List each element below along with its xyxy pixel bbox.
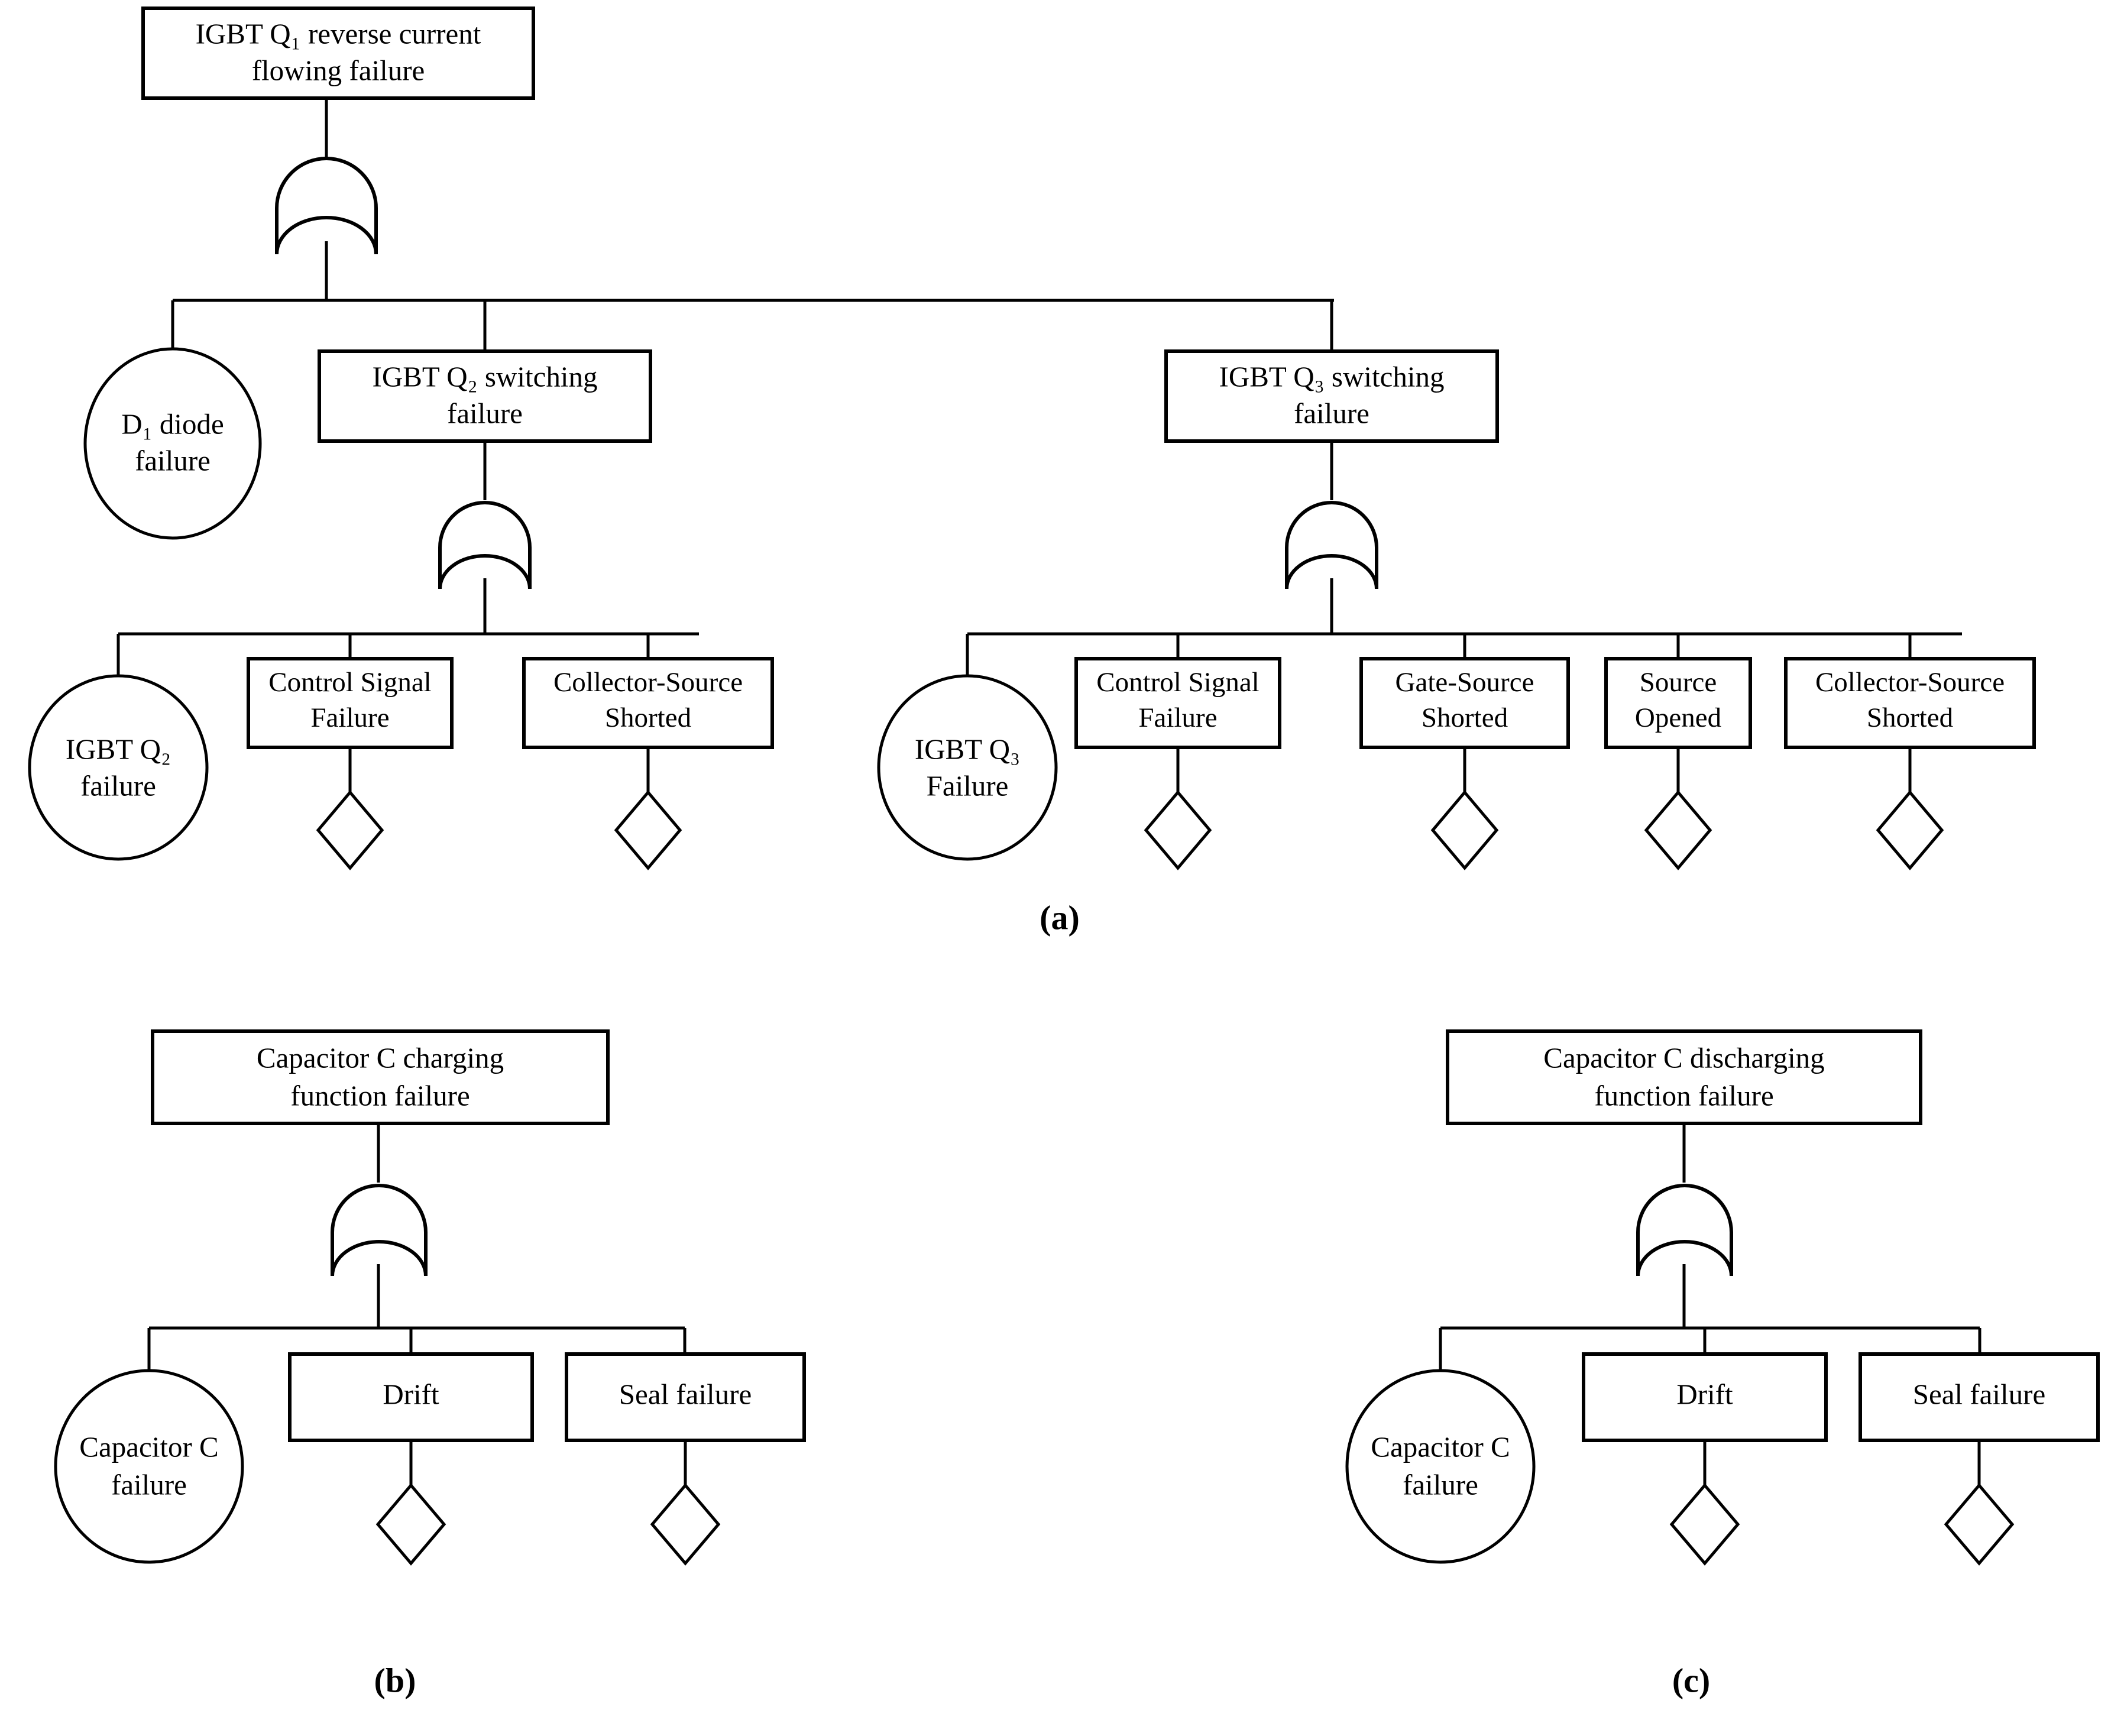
q2-box-label-line2: failure	[447, 397, 523, 429]
diamond-icon-source-opened[interactable]	[1644, 790, 1712, 870]
panel-b-circle-line1: Capacitor C	[79, 1430, 218, 1463]
top-event-box-capacitor-discharging[interactable]	[1446, 1029, 1922, 1125]
panel-b-leaf-2: Seal failure	[619, 1378, 752, 1410]
diamond-icon-seal-failure-b[interactable]	[650, 1483, 721, 1566]
panel-a: IGBT Q₁ reverse current flowing failure …	[28, 7, 2036, 937]
top-event-box-capacitor-charging[interactable]	[151, 1029, 610, 1125]
leaf-q2-1-line2: Failure	[310, 702, 389, 733]
d1-label-line1: D₁ diode	[121, 407, 224, 440]
basic-event-box-collector-source-shorted-q3[interactable]	[1784, 657, 2036, 749]
basic-event-box-seal-failure-c[interactable]	[1859, 1352, 2100, 1442]
q2-circle-label-line2: failure	[80, 769, 156, 802]
basic-event-box-seal-failure-b[interactable]	[565, 1352, 806, 1442]
q3-box-label-line1: IGBT Q₃ switching	[1219, 360, 1445, 393]
top-event-box-q1[interactable]	[141, 7, 535, 100]
leaf-q3-2-line2: Shorted	[1422, 702, 1508, 733]
leaf-q3-1-line1: Control Signal	[1096, 667, 1259, 698]
basic-event-box-control-signal-failure-q2[interactable]	[247, 657, 454, 749]
panel-caption-b: (b)	[374, 1661, 416, 1699]
leaf-q2-1-line1: Control Signal	[268, 667, 431, 698]
undeveloped-event-igbt-q2[interactable]	[28, 674, 209, 861]
top-event-label-q1-line1: IGBT Q₁ reverse current	[196, 17, 481, 50]
leaf-q2-2-line1: Collector-Source	[553, 667, 743, 698]
d1-label-line2: failure	[135, 444, 211, 477]
leaf-q3-2-line1: Gate-Source	[1396, 667, 1534, 698]
panel-c-circle-line1: Capacitor C	[1371, 1430, 1510, 1463]
or-gate-q3[interactable]	[1285, 501, 1378, 590]
panel-c-circle-line2: failure	[1403, 1468, 1478, 1501]
panel-b: Capacitor C charging function failure Ca…	[54, 1029, 806, 1699]
panel-b-circle-line2: failure	[111, 1468, 187, 1501]
q3-box-label-line2: failure	[1294, 397, 1369, 429]
panel-caption-c: (c)	[1672, 1661, 1710, 1699]
leaf-q3-3-line1: Source	[1640, 667, 1717, 698]
top-event-label-q1-line2: flowing failure	[252, 54, 425, 86]
or-gate-top-q1[interactable]	[275, 157, 378, 255]
leaf-q2-2-line2: Shorted	[605, 702, 691, 733]
panel-b-top-line2: function failure	[290, 1079, 470, 1112]
diamond-icon-control-signal-failure-q2[interactable]	[316, 790, 384, 870]
leaf-q3-1-line2: Failure	[1138, 702, 1217, 733]
undeveloped-event-capacitor-c-b[interactable]	[54, 1369, 244, 1564]
basic-event-box-gate-source-shorted[interactable]	[1359, 657, 1570, 749]
undeveloped-event-igbt-q3[interactable]	[877, 674, 1058, 861]
panel-c: Capacitor C discharging function failure…	[1345, 1029, 2100, 1699]
intermediate-event-box-q2[interactable]	[318, 349, 652, 443]
leaf-q3-4-line2: Shorted	[1867, 702, 1953, 733]
panel-b-leaf-1: Drift	[383, 1378, 439, 1410]
panel-caption-a: (a)	[1040, 898, 1080, 937]
or-gate-panel-b[interactable]	[331, 1184, 428, 1277]
diamond-icon-drift-c[interactable]	[1669, 1483, 1740, 1566]
diamond-icon-drift-b[interactable]	[375, 1483, 446, 1566]
panel-c-leaf-1: Drift	[1676, 1378, 1733, 1410]
intermediate-event-box-q3[interactable]	[1164, 349, 1499, 443]
basic-event-box-drift-b[interactable]	[288, 1352, 534, 1442]
leaf-q3-3-line2: Opened	[1635, 702, 1721, 733]
diamond-icon-collector-source-shorted-q3[interactable]	[1876, 790, 1944, 870]
diamond-icon-control-signal-failure-q3[interactable]	[1144, 790, 1212, 870]
q3-circle-label-line1: IGBT Q₃	[915, 733, 1020, 765]
panel-c-top-line1: Capacitor C discharging	[1543, 1041, 1824, 1074]
undeveloped-event-d1-diode[interactable]	[83, 347, 262, 540]
or-gate-panel-c[interactable]	[1636, 1184, 1733, 1277]
q3-circle-label-line2: Failure	[927, 769, 1009, 802]
or-gate-q2[interactable]	[438, 501, 532, 590]
q2-box-label-line1: IGBT Q₂ switching	[373, 360, 598, 393]
q2-circle-label-line1: IGBT Q₂	[66, 733, 171, 765]
basic-event-box-control-signal-failure-q3[interactable]	[1074, 657, 1281, 749]
panel-b-top-line1: Capacitor C charging	[257, 1041, 504, 1074]
undeveloped-event-capacitor-c-c[interactable]	[1345, 1369, 1536, 1564]
diamond-icon-gate-source-shorted[interactable]	[1430, 790, 1499, 870]
basic-event-box-source-opened[interactable]	[1604, 657, 1752, 749]
diamond-icon-collector-source-shorted-q2[interactable]	[614, 790, 682, 870]
leaf-q3-4-line1: Collector-Source	[1815, 667, 2005, 698]
diamond-icon-seal-failure-c[interactable]	[1944, 1483, 2015, 1566]
panel-c-leaf-2: Seal failure	[1913, 1378, 2045, 1410]
panel-c-top-line2: function failure	[1594, 1079, 1773, 1112]
